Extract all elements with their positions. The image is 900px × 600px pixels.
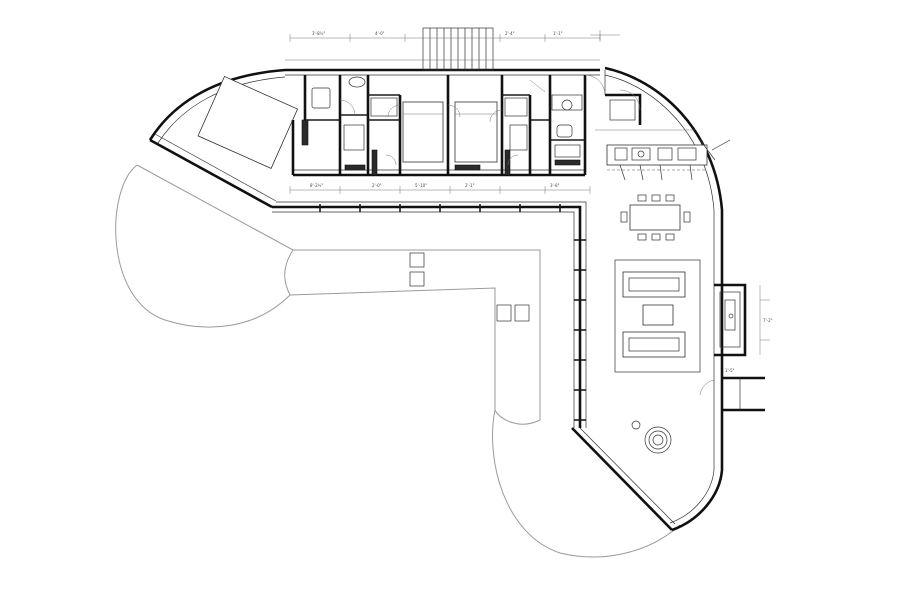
- entry-stair: [422, 27, 494, 71]
- dim-label-6: 2'-0": [372, 183, 382, 188]
- living-rug: [614, 259, 701, 373]
- dim-label-7: 5'-10": [415, 183, 427, 188]
- angled-skylight-panel: [197, 75, 299, 169]
- room-block: [291, 75, 587, 177]
- sofa-top: [622, 271, 686, 298]
- coffee-table: [642, 304, 674, 326]
- dim-label-1: 3'-8½": [312, 31, 326, 36]
- kitchen: [584, 70, 731, 181]
- ground-outline: [115, 164, 681, 558]
- corridor-inner-line: [272, 211, 575, 428]
- dim-label-8: 2'-1": [465, 183, 475, 188]
- inner-path-edge: [136, 164, 541, 420]
- living-area: [614, 259, 701, 373]
- diagonal-wall-inner: [154, 133, 277, 202]
- right-arc-wall: [604, 66, 724, 532]
- dining-table: [620, 194, 691, 241]
- slanted-wall-inner: [579, 427, 676, 525]
- bed-left: [402, 101, 444, 163]
- dim-label-3: 2'-4": [505, 31, 515, 36]
- inner-path-edge-2: [284, 249, 294, 296]
- paver-squares: [409, 252, 530, 322]
- sofa-bottom: [622, 331, 686, 358]
- dim-label-11: 1'-5": [725, 368, 735, 373]
- round-table: [631, 420, 672, 454]
- dim-label-9: 3'-8": [550, 183, 560, 188]
- upper-left-arc-wall-inner: [157, 76, 286, 144]
- inner-path-edge-3: [494, 409, 541, 425]
- dim-label-5: 8'-2½": [310, 183, 324, 188]
- slanted-wall: [571, 427, 673, 531]
- diagonal-wall: [149, 138, 273, 209]
- dim-label-2: 4'-0": [375, 31, 385, 36]
- side-door: [699, 376, 765, 412]
- corridor-outer-wall-inner: [276, 201, 587, 428]
- right-arc-wall-inner: [604, 74, 715, 524]
- upper-left-arc-wall: [148, 68, 286, 141]
- corridor-walls: [272, 201, 587, 428]
- bed-right: [454, 101, 498, 163]
- corridor-window-ticks: [319, 204, 586, 421]
- dimension-strings: 3'-8½" 4'-0" 2'-4" 1'-1" 8'-2½" 2'-0" 5'…: [285, 30, 773, 373]
- exterior-walls: [148, 66, 724, 532]
- left-lobe-boundary: [115, 164, 496, 410]
- dim-label-4: 1'-1": [553, 31, 563, 36]
- dim-label-10: 7'-2": [763, 318, 773, 323]
- corridor-outer-wall: [272, 205, 582, 428]
- fireplace: [714, 283, 761, 357]
- bottom-lobe-boundary: [492, 409, 681, 558]
